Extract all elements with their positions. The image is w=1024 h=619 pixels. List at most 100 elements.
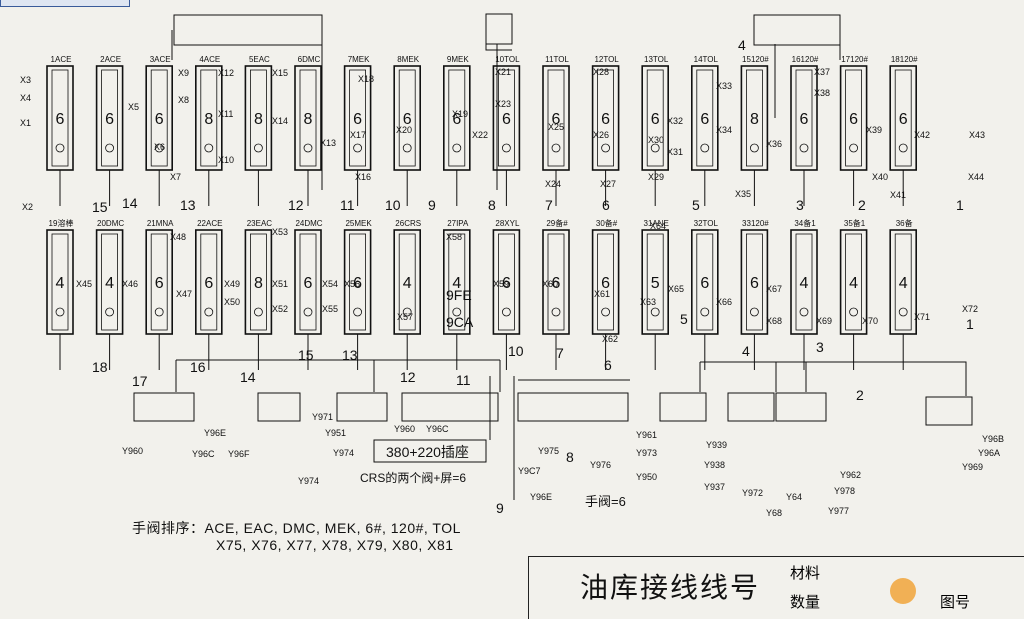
tank-port: [452, 307, 462, 317]
bottom-group-number-1: 18: [92, 359, 108, 375]
tank-inner: [349, 69, 367, 167]
tank-count: 6: [353, 275, 362, 292]
top-valve-label-30: X30: [648, 135, 664, 145]
top-group-number-12: 4: [738, 37, 746, 53]
drawing-title: 油库接线线号: [580, 571, 761, 604]
tank-count: 4: [899, 275, 908, 292]
tank-count: 6: [155, 275, 164, 292]
tank-count: 6: [452, 111, 461, 128]
tank-inner: [696, 233, 714, 331]
top-valve-label-7: X7: [170, 172, 181, 182]
bottom-group-number-5: 15: [298, 347, 314, 363]
y-valve-label-26: Y962: [840, 470, 861, 480]
top-group-number-15: 1: [956, 197, 964, 213]
tank-inner: [398, 233, 416, 331]
bottom-valve-label-23: X67: [766, 284, 782, 294]
tank-port: [501, 143, 511, 153]
tank-count: 6: [403, 111, 412, 128]
tank-port: [55, 143, 65, 153]
junction-box-8: [775, 392, 827, 422]
top-valve-label-14: X14: [272, 116, 288, 126]
top-group-number-7: 9: [428, 197, 436, 213]
tank-label: 12TOL: [594, 55, 619, 64]
tank-count: 4: [105, 275, 114, 292]
tank-inner: [845, 233, 862, 331]
tank-label: 17120#: [841, 55, 868, 64]
tank-label: 21MNA: [147, 219, 174, 228]
tank-inner: [497, 69, 515, 167]
tank-inner: [448, 233, 466, 331]
bottom-group-number-2: 17: [132, 373, 148, 389]
tank-count: 6: [353, 111, 362, 128]
bottom-valve-label-28: X72: [962, 304, 978, 314]
tank-inner: [795, 69, 813, 167]
tank-port: [204, 143, 214, 153]
tank-port: [303, 143, 313, 153]
tank-inner: [845, 69, 862, 167]
tank-label: 29备#: [546, 218, 568, 228]
tank-inner: [646, 233, 664, 331]
top-valve-label-23: X23: [495, 99, 511, 109]
tank-label: 14TOL: [694, 55, 719, 64]
top-group-number-3: 13: [180, 197, 196, 213]
tank-count: 6: [105, 111, 114, 128]
bottom-group-number-10: 7: [556, 345, 564, 361]
tank-port: [105, 307, 114, 317]
tank-label: 13TOL: [644, 55, 669, 64]
socket-label: 380+220插座: [386, 444, 469, 460]
tank-port: [253, 307, 263, 317]
top-valve-label-12: X12: [218, 68, 234, 78]
bottom-valve-label-12: X56: [344, 279, 360, 289]
tank-label: 25MEK: [345, 219, 372, 228]
tank-count: 8: [750, 111, 759, 128]
top-valve-label-44: X44: [968, 172, 984, 182]
top-tank-18: 18120#6: [889, 55, 918, 206]
tank-count: 6: [552, 275, 561, 292]
bottom-valve-label-1: X45: [76, 279, 92, 289]
tank-label: 10TOL: [495, 55, 520, 64]
tank-label: 35备1: [844, 218, 866, 228]
bottom-group-number-4: 14: [240, 369, 256, 385]
tank-count: 6: [849, 111, 858, 128]
bottom-group-number-14: 3: [816, 339, 824, 355]
y-valve-label-27: Y96B: [982, 434, 1004, 444]
bottom-valve-label-20: X64: [650, 221, 666, 231]
top-group-number-2: 14: [122, 195, 138, 211]
bottom-valve-label-2: X46: [122, 279, 138, 289]
bottom-valve-label-7: X51: [272, 279, 288, 289]
terminal-box-top-3: [753, 14, 841, 46]
bottom-group-number-6: 13: [342, 347, 358, 363]
y-valve-label-21: Y972: [742, 488, 763, 498]
bottom-valve-label-25: X69: [816, 316, 832, 326]
tank-inner: [150, 69, 168, 167]
top-valve-label-20: X20: [396, 125, 412, 135]
notes-line-2: X75, X76, X77, X78, X79, X80, X81: [216, 537, 454, 553]
bottom-tank-3: 21MNA 6: [145, 219, 174, 370]
top-valve-label-13: X13: [320, 138, 336, 148]
bottom-group-number-17: 9: [496, 500, 504, 516]
tank-count: 8: [304, 111, 313, 128]
tank-port: [849, 307, 858, 317]
bottom-tank-7: 25MEK 6: [343, 219, 372, 370]
tank-label: 20DMC: [97, 219, 124, 228]
bottom-group-number-16: 1: [966, 316, 974, 332]
bottom-valve-label-19: X63: [640, 297, 656, 307]
bottom-group-number-7: 12: [400, 369, 416, 385]
y-valve-label-18: Y939: [706, 440, 727, 450]
notes-line-1: 手阀排序：ACE, EAC, DMC, MEK, 6#, 120#, TOL: [132, 520, 461, 536]
tank-count: 6: [651, 111, 660, 128]
tank-label: 27IPA: [447, 219, 469, 228]
bottom-group-number-9: 10: [508, 343, 524, 359]
tank-label: 26CRS: [395, 219, 421, 228]
tank-port: [601, 307, 610, 317]
y-valve-label-3: Y96C: [192, 449, 215, 459]
bottom-valve-label-22: X66: [716, 297, 732, 307]
top-valve-label-4: X4: [20, 93, 31, 103]
bottom-tank-11: 29备# 6: [542, 218, 570, 370]
tank-port: [849, 143, 858, 153]
tank-port: [650, 307, 660, 317]
